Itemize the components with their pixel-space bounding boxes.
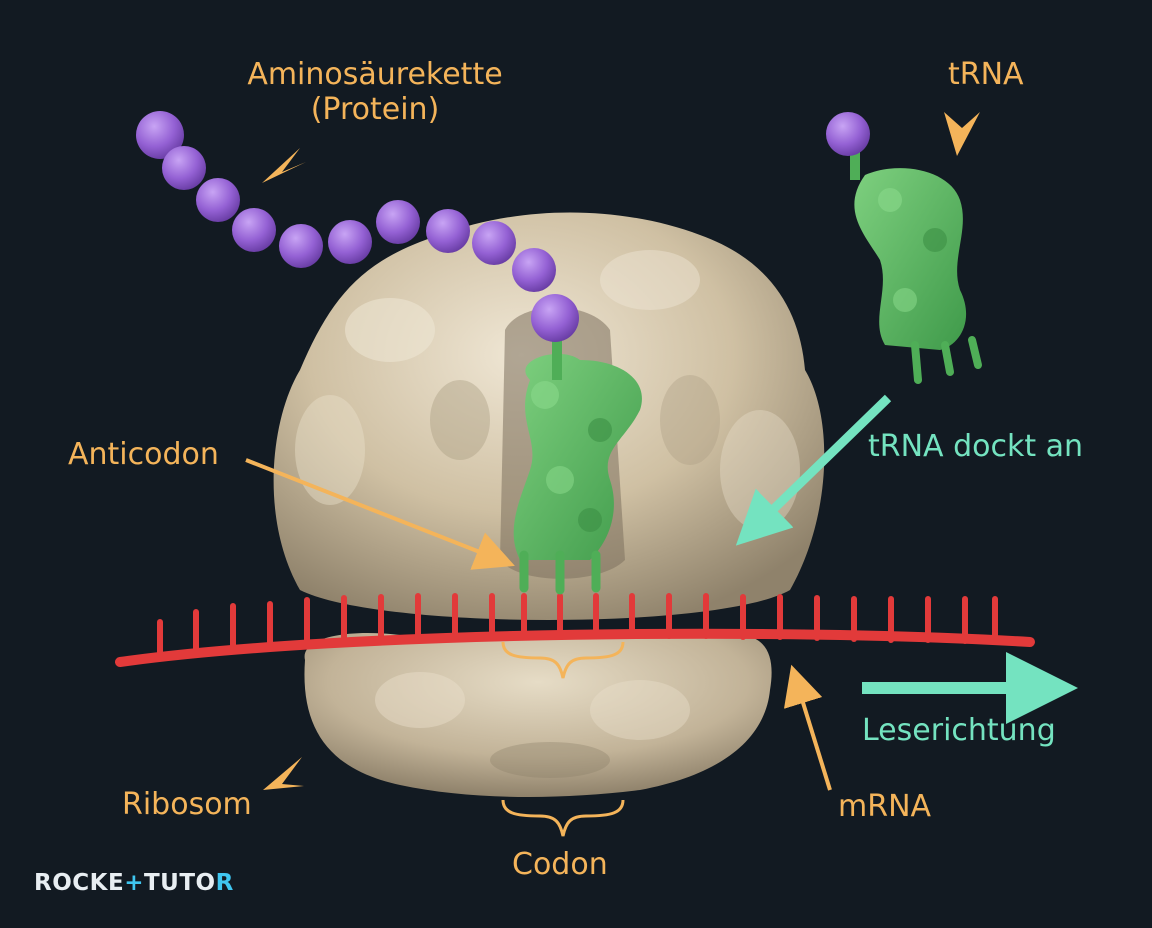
codon-brace-lower — [501, 799, 625, 837]
ribosome-small-subunit — [304, 632, 772, 797]
codon-brace-upper — [501, 641, 625, 679]
logo-end: R — [215, 870, 234, 896]
codon-label: Codon — [512, 847, 608, 882]
trna-label: tRNA — [948, 57, 1024, 92]
rocketutor-logo: ROCKE+TUTOR — [34, 870, 234, 896]
trna-docks-label: tRNA dockt an — [868, 429, 1084, 464]
pointer-arrowheads — [262, 112, 980, 790]
mrna-arrow — [783, 664, 832, 791]
anticodon-label: Anticodon — [68, 437, 219, 472]
amino-acid-chain-label-line2: (Protein) — [310, 91, 440, 127]
trna-dock-arrow — [735, 394, 892, 546]
free-trna — [826, 112, 982, 384]
mrna-strand — [115, 593, 1035, 667]
logo-part2: TUTO — [143, 870, 216, 896]
logo-part1: ROCKE — [34, 870, 125, 896]
docked-trna — [513, 340, 642, 595]
ribosome-label: Ribosom — [122, 787, 252, 822]
anticodon-arrow — [245, 458, 515, 570]
amino-acid-chain-label-line1: Aminosäurekette — [247, 57, 503, 92]
reading-direction-label: Leserichtung — [862, 713, 1056, 748]
amino-acid-chain — [136, 111, 579, 342]
amino-acid-chain-label: Aminosäurekette (Protein) — [236, 57, 514, 127]
mrna-label: mRNA — [838, 789, 932, 824]
logo-plus: + — [124, 870, 144, 896]
